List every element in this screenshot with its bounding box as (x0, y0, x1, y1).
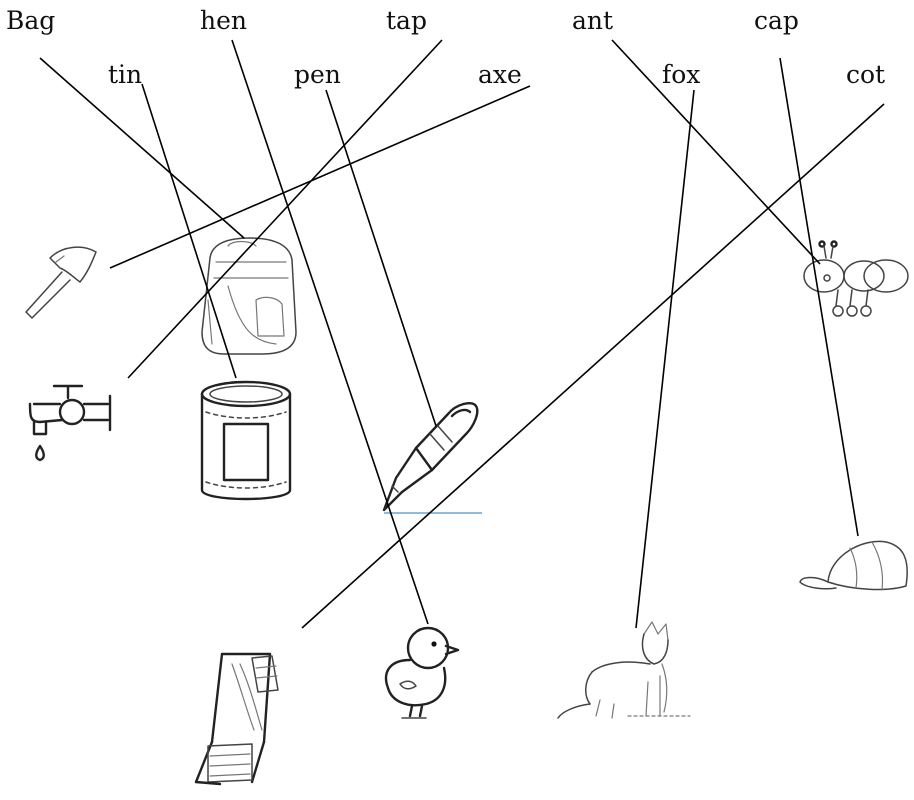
fox-icon (557, 621, 691, 719)
match-line-cot (301, 103, 885, 629)
word-tap: tap (386, 6, 427, 35)
match-line-fox (635, 89, 695, 629)
match-line-hen (231, 39, 429, 625)
tap-icon (28, 384, 112, 462)
word-bag: Bag (6, 6, 56, 35)
ant-icon (803, 240, 909, 317)
match-line-bag (39, 57, 245, 239)
matching-lines (39, 39, 885, 629)
word-hen: hen (200, 6, 247, 35)
match-line-tap (127, 39, 443, 379)
match-line-axe (109, 85, 531, 269)
match-line-ant (611, 39, 821, 265)
match-line-pen (325, 89, 437, 427)
match-line-cap (779, 57, 859, 537)
word-pen: pen (294, 60, 341, 89)
cot-icon (194, 652, 279, 786)
tin-can-icon (200, 380, 292, 501)
word-fox: fox (662, 60, 701, 89)
cap-icon (799, 540, 908, 591)
word-cot: cot (846, 60, 886, 89)
word-cap: cap (754, 6, 799, 35)
word-axe: axe (478, 60, 522, 89)
match-line-tin (141, 83, 237, 379)
fountain-pen-icon (382, 402, 479, 512)
axe-icon (25, 246, 97, 319)
word-ant: ant (572, 6, 614, 35)
chick-icon (384, 626, 460, 719)
word-tin: tin (108, 60, 143, 89)
backpack-icon (201, 237, 297, 355)
